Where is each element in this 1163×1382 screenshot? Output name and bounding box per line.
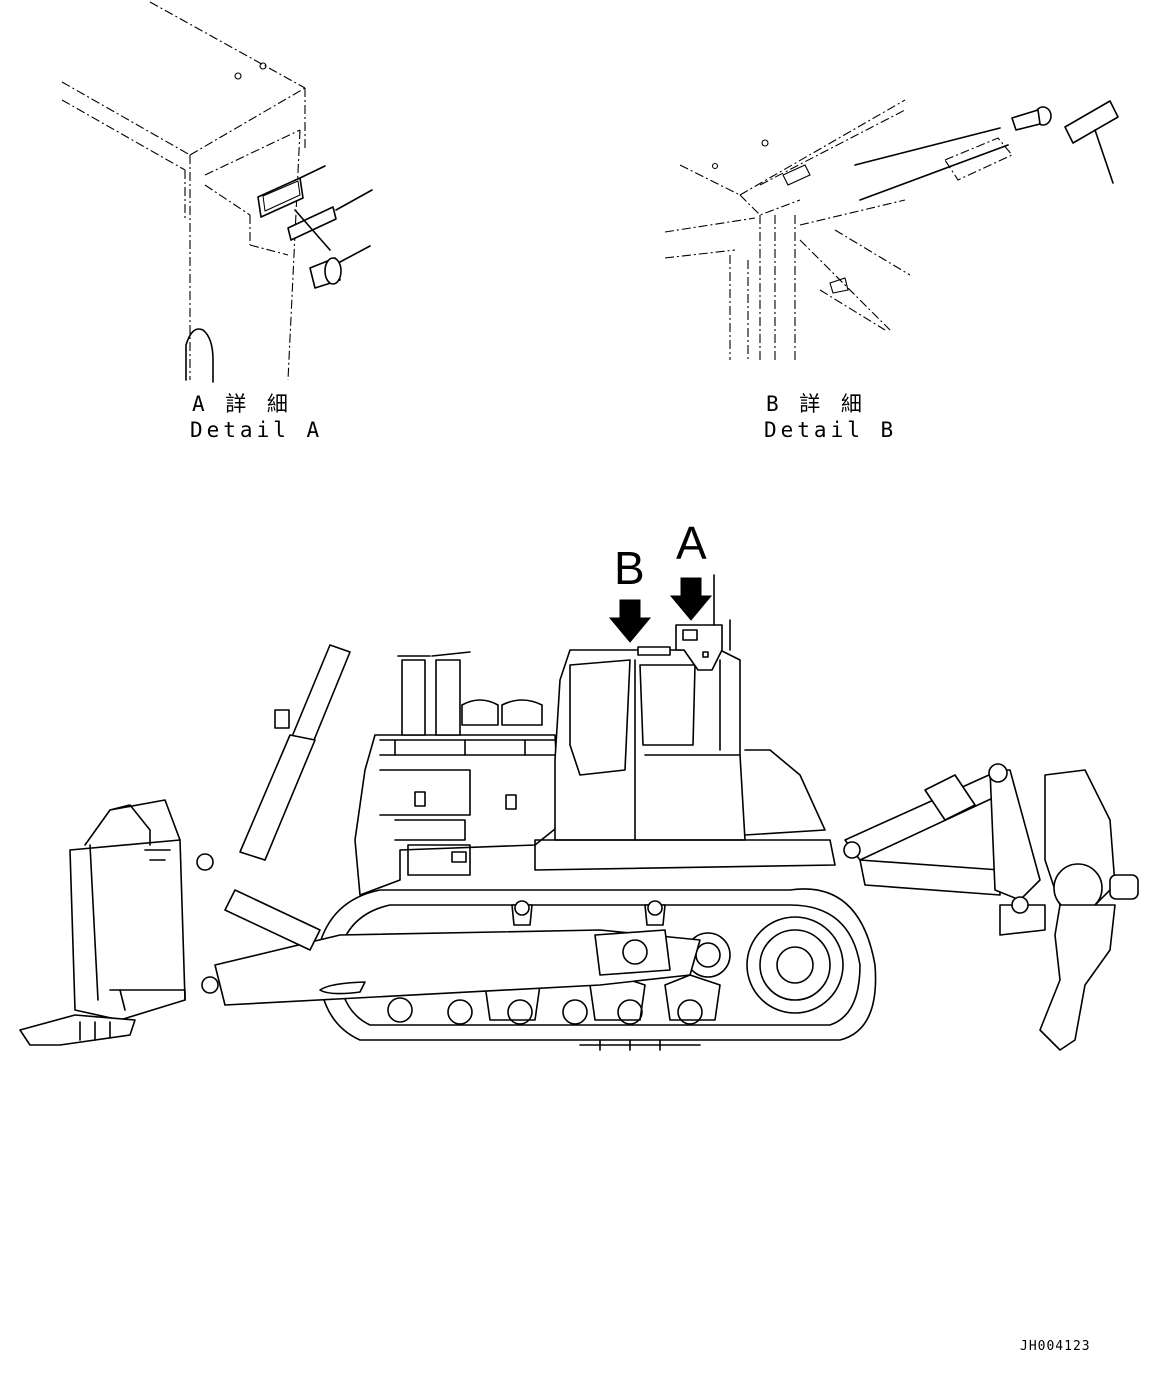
blade-cutting-edge <box>19 1014 136 1046</box>
drawing-number: JH004123 <box>1020 1339 1091 1354</box>
dozer-blade <box>69 839 186 1021</box>
detail-b-caption-jp: B 詳 細 <box>766 392 866 416</box>
sprocket <box>746 916 844 1014</box>
ripper-cylinder <box>844 769 1011 861</box>
detail-a-caption-jp: A 詳 細 <box>192 392 292 416</box>
push-arm <box>214 929 701 1006</box>
callout-label-b: B <box>614 542 645 594</box>
detail-a-caption-en: Detail A <box>190 418 324 442</box>
arrow-a-icon <box>669 577 713 621</box>
ripper-shank <box>1039 904 1116 1051</box>
callout-label-a: A <box>676 517 707 569</box>
decal-location-b <box>637 646 671 656</box>
decal-location-a <box>675 624 723 671</box>
arrow-b-icon <box>608 599 652 643</box>
detail-b-caption-en: Detail B <box>764 418 898 442</box>
